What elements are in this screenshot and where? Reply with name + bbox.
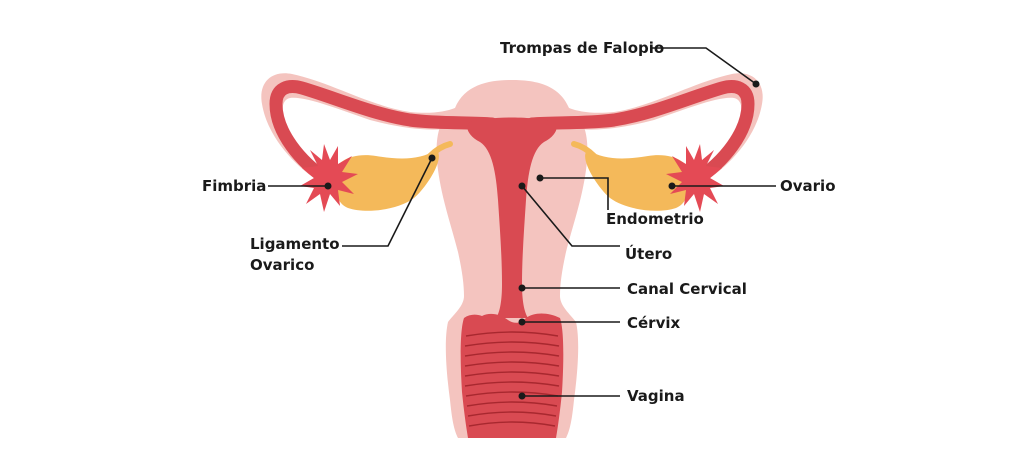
vaginal-rugae [464,331,560,427]
ovarian-ligament-dot [428,154,436,162]
cervical-canal-dot [518,284,526,292]
uterus-dot [518,182,526,190]
label-fimbria: Fimbria [202,177,266,195]
fimbriae [300,144,724,212]
label-vagina: Vagina [627,387,685,405]
ovarian-ligament-leader [342,157,433,247]
vagina-dot [518,392,526,400]
label-ovary: Ovario [780,177,836,195]
cervix-dot [518,318,526,326]
label-uterus: Útero [625,244,672,263]
right-ovarian-ligament [571,141,597,159]
endometrium-dot [536,174,544,182]
label-fallopian-tubes: Trompas de Falopio [500,39,664,57]
leader-lines [268,47,776,400]
uterine-cavity [467,117,557,318]
label-endometrium: Endometrio [606,210,704,228]
left-fimbria [300,144,358,212]
right-ovary [585,150,691,211]
right-fimbria [666,144,724,212]
labels: Trompas de Falopio Fimbria Ovario Endome… [202,39,836,405]
right-fallopian-tube [525,80,755,187]
inner-red [269,80,755,438]
label-cervical-canal: Canal Cervical [627,280,747,298]
left-fallopian-tube [269,80,499,187]
fallopian-tube-leader [652,47,757,85]
uterus-leader [521,185,620,247]
fallopian-tube-dot [752,80,760,88]
label-ovarian-ligament-line2: Ovarico [250,256,314,274]
label-ovarian-ligament-line1: Ligamento [250,235,340,253]
label-cervix: Cérvix [627,314,680,332]
fimbria-dot [324,182,332,190]
vaginal-canal [460,313,564,438]
ovary-dot [668,182,676,190]
endometrium-leader [540,177,609,210]
